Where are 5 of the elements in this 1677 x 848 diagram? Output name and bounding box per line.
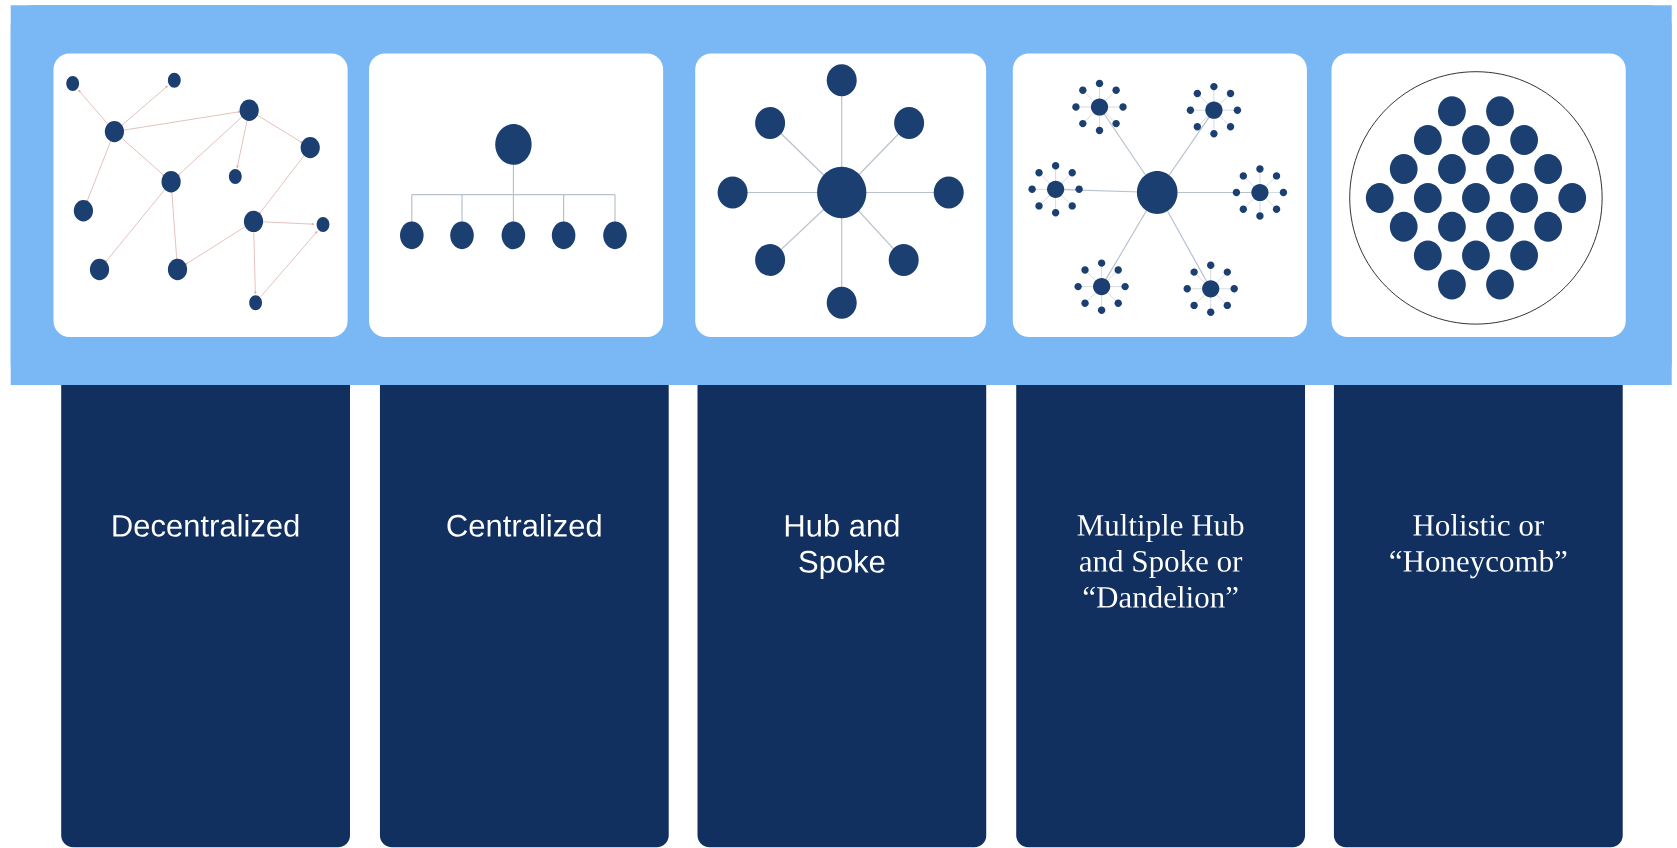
column-box: Hub and Spoke bbox=[697, 363, 987, 848]
column-box: Centralized bbox=[379, 363, 669, 848]
column-box: Holistic or “Honeycomb” bbox=[1333, 363, 1623, 848]
column-box: Decentralized bbox=[61, 363, 350, 848]
column-box: Multiple Hub and Spoke or “Dandelion” bbox=[1016, 363, 1305, 848]
